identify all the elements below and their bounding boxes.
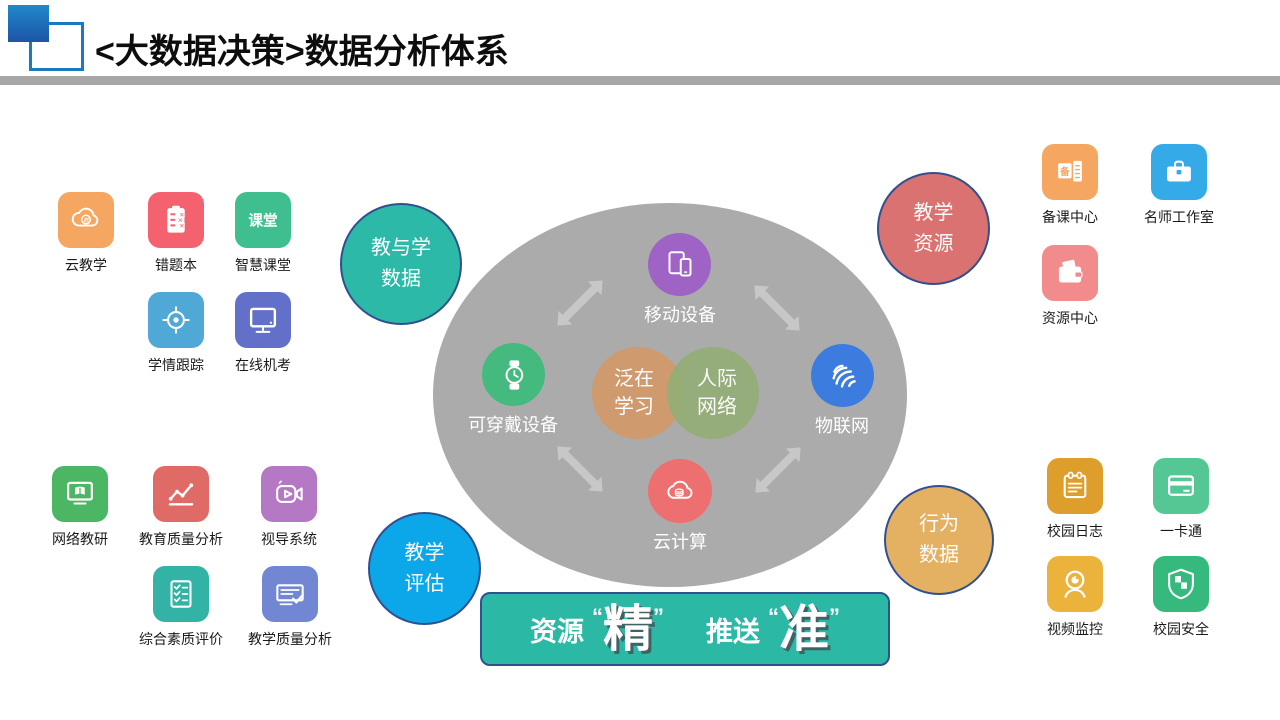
- satellite-teaching-evaluation: 教学 评估: [368, 512, 481, 625]
- app-label: 备课中心: [1042, 209, 1098, 225]
- app-campus-log: 校园日志: [1025, 458, 1125, 541]
- app-supervision-system: 视导系统: [239, 466, 339, 549]
- app-label: 教学质量分析: [248, 631, 332, 647]
- cloud-computing-icon: [667, 480, 693, 499]
- svg-text:教: 教: [83, 216, 91, 224]
- app-label: 校园安全: [1153, 621, 1209, 637]
- app-one-card: 一卡通: [1131, 458, 1231, 541]
- svg-text:备: 备: [1059, 166, 1070, 178]
- cloud-teaching-icon: 教: [58, 192, 114, 248]
- app-label: 在线机考: [235, 357, 291, 373]
- node-label-cloud-computing: 云计算: [653, 532, 707, 552]
- app-campus-security: 校园安全: [1131, 556, 1231, 639]
- svg-text:✕: ✕: [179, 223, 184, 230]
- app-label: 一卡通: [1160, 523, 1202, 539]
- venn-label: 泛在学习: [614, 368, 654, 418]
- banner-resource-push: 资源 “ 精 ” 推送 “ 准 ”: [480, 592, 890, 666]
- app-label: 视导系统: [261, 531, 317, 547]
- app-label: 名师工作室: [1144, 209, 1214, 225]
- banner-close-quote: ”: [653, 604, 664, 629]
- app-mistake-notebook: ✕ ✕✕ ✕ 错题本: [126, 192, 226, 275]
- satellite-label: 教与学 数据: [371, 237, 431, 290]
- node-label-wearable-device: 可穿戴设备: [468, 415, 558, 435]
- arrow-top-right-icon: [754, 285, 800, 331]
- header-blue-square: [8, 5, 49, 42]
- app-cloud-teaching: 教 云教学: [36, 192, 136, 275]
- satellite-label: 教学 评估: [404, 541, 445, 595]
- page-title: <大数据决策>数据分析体系: [95, 33, 509, 71]
- svg-text:✕: ✕: [179, 212, 184, 219]
- app-comprehensive-quality-evaluation: 综合素质评价: [118, 566, 244, 649]
- iot-globe-icon: [832, 364, 856, 388]
- venn-social-network: 人际网络: [667, 347, 759, 439]
- app-label: 错题本: [155, 257, 197, 273]
- one-card-icon: [1153, 458, 1209, 514]
- education-quality-analysis-icon: [153, 466, 209, 522]
- banner-big-char-zhun: 准: [779, 601, 829, 657]
- node-wearable-device: [482, 343, 545, 406]
- satellite-teaching-learning-data: 教与学 数据: [340, 203, 462, 325]
- smart-classroom-icon: 课堂: [235, 192, 291, 248]
- app-online-teaching-research: 网络教研: [30, 466, 130, 549]
- app-learning-tracking: 学情跟踪: [126, 292, 226, 375]
- app-label: 网络教研: [52, 531, 108, 547]
- master-teacher-studio-icon: [1151, 144, 1207, 200]
- app-label: 云教学: [65, 257, 107, 273]
- app-online-exam: 在线机考: [207, 292, 319, 375]
- node-cloud-computing: [648, 459, 712, 523]
- satellite-teaching-resources: 教学 资源: [877, 172, 990, 285]
- app-label: 资源中心: [1042, 310, 1098, 326]
- venn-label: 人际网络: [697, 368, 737, 418]
- svg-text:课堂: 课堂: [248, 212, 278, 230]
- wearable-device-icon: [505, 359, 523, 390]
- banner-open-quote: “: [592, 604, 603, 629]
- banner-big-char-jing: 精: [603, 601, 653, 657]
- banner-text: 推送: [706, 616, 760, 647]
- header-divider-bar: [0, 76, 1280, 85]
- app-label: 学情跟踪: [148, 357, 204, 373]
- teaching-quality-analysis-icon: [262, 566, 318, 622]
- resource-center-icon: [1042, 245, 1098, 301]
- banner-close-quote: ”: [829, 604, 840, 629]
- svg-text:✕✕: ✕✕: [178, 217, 189, 224]
- app-label: 综合素质评价: [139, 631, 223, 647]
- app-master-teacher-studio: 名师工作室: [1124, 144, 1234, 227]
- arrow-bottom-left-icon: [557, 446, 603, 492]
- node-label-iot: 物联网: [815, 416, 869, 436]
- app-resource-center: 资源中心: [1020, 245, 1120, 328]
- learning-tracking-icon: [148, 292, 204, 348]
- campus-security-icon: [1153, 556, 1209, 612]
- online-exam-icon: [235, 292, 291, 348]
- campus-log-icon: [1047, 458, 1103, 514]
- online-teaching-research-icon: [52, 466, 108, 522]
- banner-text: 资源: [530, 616, 584, 647]
- node-label-mobile-device: 移动设备: [644, 305, 716, 325]
- node-mobile-device: [648, 233, 711, 296]
- satellite-label: 行为 数据: [919, 513, 959, 566]
- app-lesson-prep-center: 备 备课中心: [1020, 144, 1120, 227]
- supervision-system-icon: [261, 466, 317, 522]
- app-video-surveillance: 视频监控: [1025, 556, 1125, 639]
- mistake-notebook-icon: ✕ ✕✕ ✕: [148, 192, 204, 248]
- node-iot: [811, 344, 874, 407]
- app-teaching-quality-analysis: 教学质量分析: [227, 566, 353, 649]
- satellite-label: 教学 资源: [913, 201, 954, 255]
- app-smart-classroom: 课堂 智慧课堂: [207, 192, 319, 275]
- satellite-behavior-data: 行为 数据: [884, 485, 994, 595]
- app-label: 智慧课堂: [235, 257, 291, 273]
- banner-open-quote: “: [768, 604, 779, 629]
- lesson-prep-center-icon: 备: [1042, 144, 1098, 200]
- app-label: 校园日志: [1047, 523, 1103, 539]
- arrow-top-left-icon: [557, 280, 603, 326]
- arrow-bottom-right-icon: [755, 447, 801, 493]
- app-label: 视频监控: [1047, 621, 1103, 637]
- mobile-device-icon: [668, 250, 691, 276]
- app-education-quality-analysis: 教育质量分析: [118, 466, 244, 549]
- comprehensive-quality-evaluation-icon: [153, 566, 209, 622]
- video-surveillance-icon: [1047, 556, 1103, 612]
- app-label: 教育质量分析: [139, 531, 223, 547]
